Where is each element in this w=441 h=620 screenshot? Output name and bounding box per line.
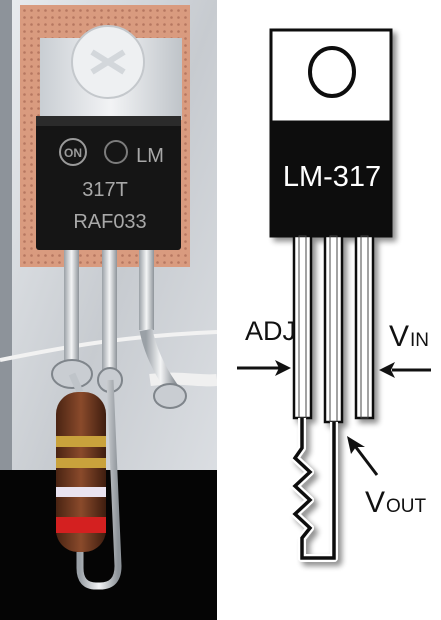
resistor-photo [56, 392, 106, 552]
resistor-band-1 [56, 436, 106, 447]
diagram-lead-vin [354, 234, 375, 420]
mounting-hole [308, 46, 356, 98]
logo-text: ON [64, 146, 82, 160]
diagram-lead-vout [323, 234, 344, 424]
dark-background [0, 470, 217, 620]
chip-body-photo [36, 116, 181, 250]
chip-marking-line2: 317T [82, 179, 128, 201]
photo-lead-vin [139, 250, 154, 330]
photo-panel: ON LM 317T RAF033 [0, 0, 217, 620]
vout-label: V OUT [365, 486, 427, 519]
resistor-lead [76, 379, 122, 590]
chip-marking-line3: RAF033 [73, 211, 146, 233]
photo-lead-adj [64, 250, 79, 360]
photo-illustration: ON LM 317T RAF033 [0, 0, 217, 620]
chip-name-label: LM-317 [283, 161, 381, 193]
chip-marking-line1: LM [136, 145, 164, 167]
diagram-lead-adj [292, 234, 313, 420]
vout-arrow [353, 445, 379, 476]
pinout-diagram: LM-317 ADJ V IN V OUT [237, 28, 431, 562]
resistor-band-4 [56, 517, 106, 533]
adj-label: ADJ [245, 316, 296, 346]
vin-label-sub: IN [410, 330, 429, 351]
diagram-resistor [292, 418, 336, 560]
resistor-band-2 [56, 458, 106, 468]
on-semi-logo [59, 138, 87, 166]
photo-lead-vout [102, 250, 117, 370]
diagram-panel: LM-317 ADJ V IN V OUT [217, 0, 441, 620]
vin-label-main: V [389, 320, 409, 353]
white-wire [0, 330, 217, 362]
vout-label-sub: OUT [386, 496, 427, 517]
resistor-band-3 [56, 487, 106, 497]
vout-label-main: V [365, 486, 385, 519]
vin-label: V IN [389, 320, 429, 353]
